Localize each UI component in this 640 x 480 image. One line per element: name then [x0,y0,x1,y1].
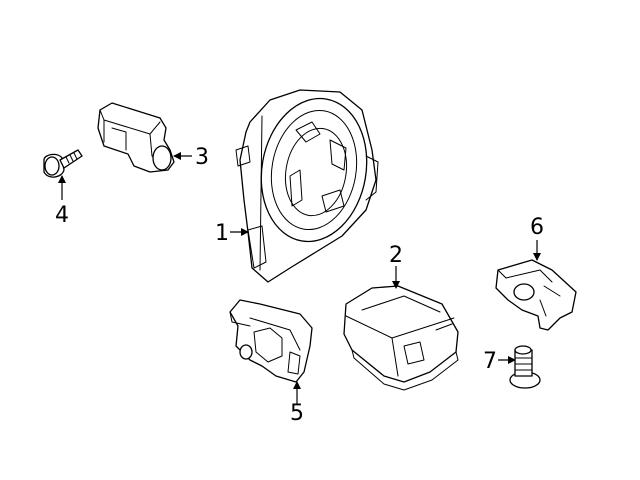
callout-6: 6 [530,215,544,240]
part-6-sensor [495,259,577,331]
callout-3: 3 [195,145,209,170]
part-2-module [343,285,459,391]
callout-5: 5 [290,401,304,426]
callout-4: 4 [55,203,69,228]
callout-labels: 4 3 1 2 5 6 7 [55,145,544,426]
leader-lines [58,152,541,404]
part-3-sensor [97,102,175,173]
callout-2: 2 [389,243,403,268]
part-4-bolt [43,149,83,178]
part-5-sensor [229,299,313,383]
callout-7: 7 [483,349,497,374]
part-7-fastener [509,345,541,389]
part-1-clock-spring [235,89,379,283]
callout-1: 1 [215,221,229,246]
